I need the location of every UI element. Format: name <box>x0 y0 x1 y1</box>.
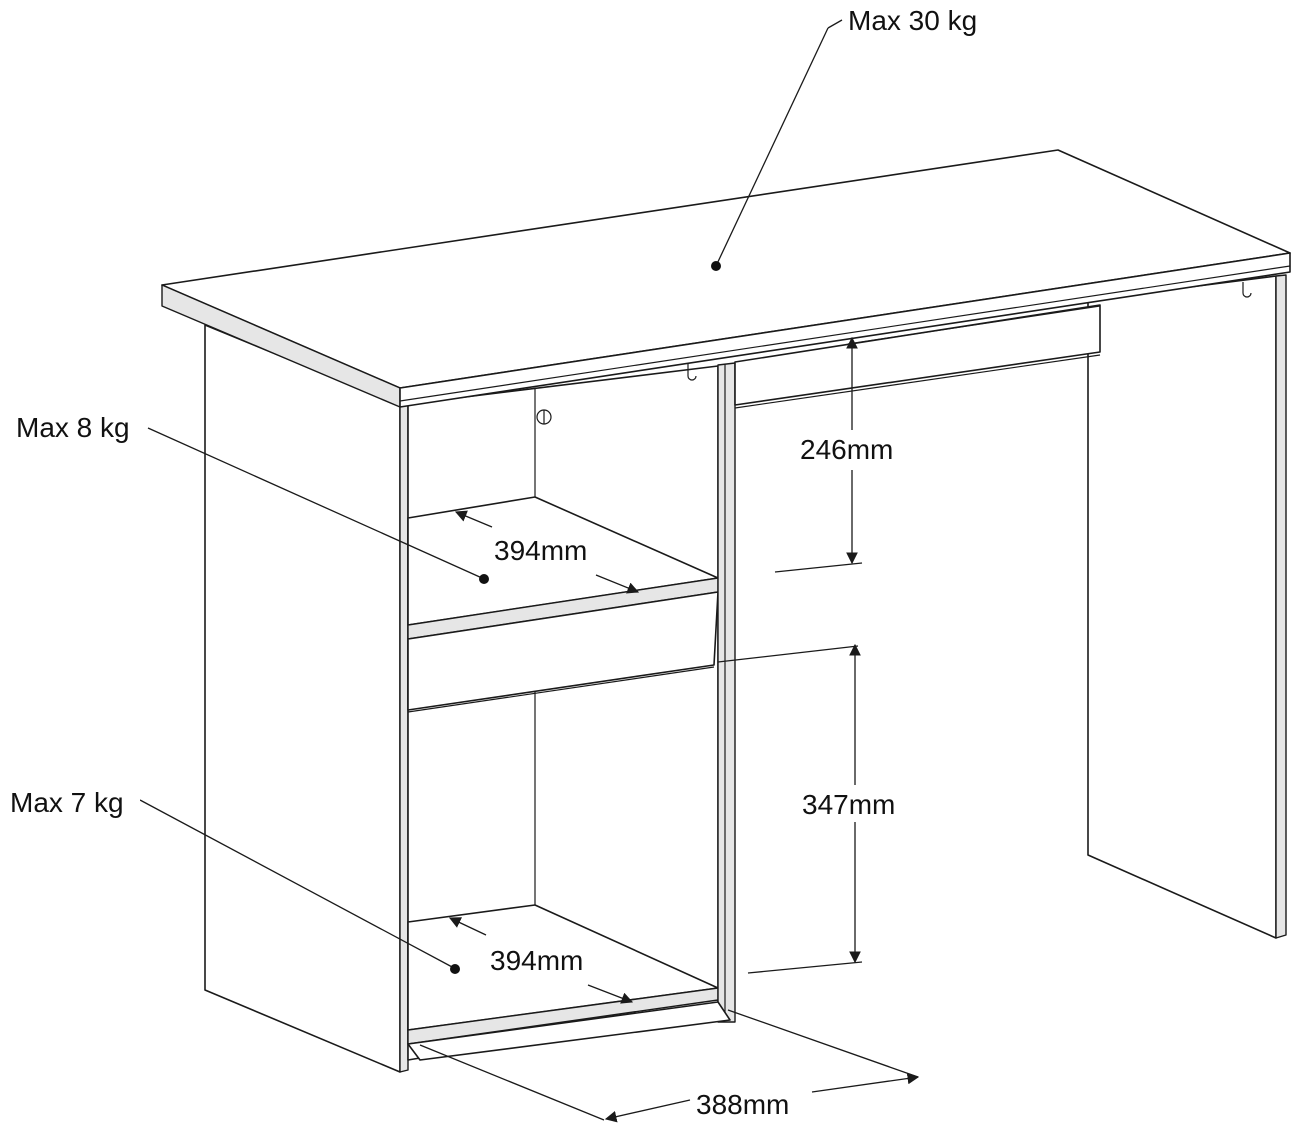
upper-shelf-load-label: Max 8 kg <box>16 412 130 443</box>
lower-shelf-load-label: Max 7 kg <box>10 787 124 818</box>
load-leaders <box>139 19 843 974</box>
upper-shelf-load-point <box>479 574 489 584</box>
left-side-panel <box>204 324 409 1073</box>
top-load-point <box>711 261 721 271</box>
cabinet-drawer <box>407 591 719 713</box>
right-side-panel <box>1087 274 1287 939</box>
lower-shelf-width-label: 394mm <box>490 945 583 976</box>
knee-clearance-label: 347mm <box>802 789 895 820</box>
upper-shelf-width-dimension <box>454 510 640 594</box>
top-drawer <box>734 304 1101 409</box>
lower-shelf-load-point <box>450 964 460 974</box>
label-layer: Max 30 kg Max 8 kg Max 7 kg 394mm 394mm … <box>8 2 995 1122</box>
top-load-label: Max 30 kg <box>848 5 977 36</box>
drawer-clearance-label: 246mm <box>800 434 893 465</box>
upper-shelf-width-label: 394mm <box>494 535 587 566</box>
depth-dimension <box>419 1009 920 1123</box>
desktop-top <box>161 149 1291 408</box>
depth-label: 388mm <box>696 1089 789 1120</box>
lower-shelf-width-dimension <box>448 917 634 1004</box>
middle-divider-panel <box>407 362 736 1061</box>
drawer-clearance-dimension <box>774 336 863 573</box>
knee-clearance-dimension <box>717 643 863 974</box>
